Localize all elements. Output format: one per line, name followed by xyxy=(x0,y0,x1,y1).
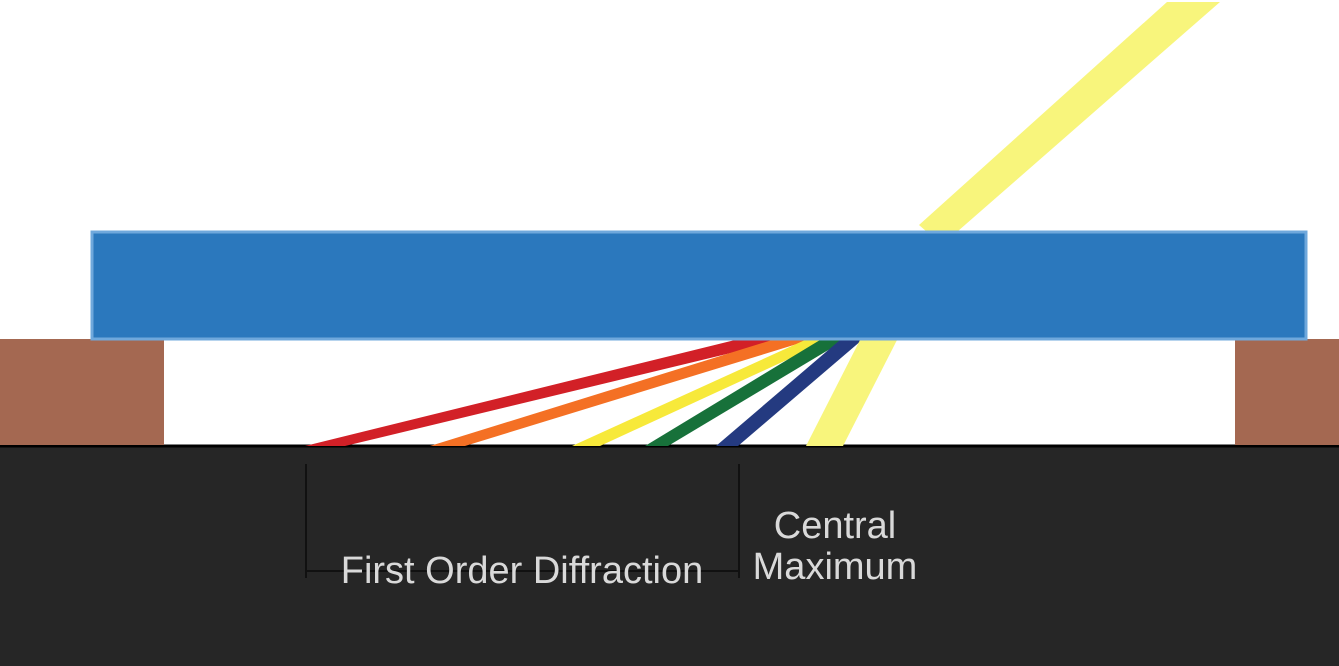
beam-blue xyxy=(716,340,862,446)
first-order-label: First Order Diffraction xyxy=(341,550,703,592)
right-support xyxy=(1235,339,1339,445)
beam-yellow xyxy=(572,340,830,446)
beam-red xyxy=(305,340,785,446)
projection-surface xyxy=(0,446,1339,666)
diffraction-grating xyxy=(90,230,1308,341)
central-maximum-beam xyxy=(806,340,897,446)
incident-light-beam xyxy=(919,2,1220,245)
left-support xyxy=(0,339,164,445)
central-maximum-label-line2: Maximum xyxy=(753,546,918,588)
beam-green xyxy=(645,340,845,446)
first-order-bracket xyxy=(305,464,740,578)
beam-orange xyxy=(430,340,810,446)
central-maximum-label-line1: Central xyxy=(774,505,897,547)
